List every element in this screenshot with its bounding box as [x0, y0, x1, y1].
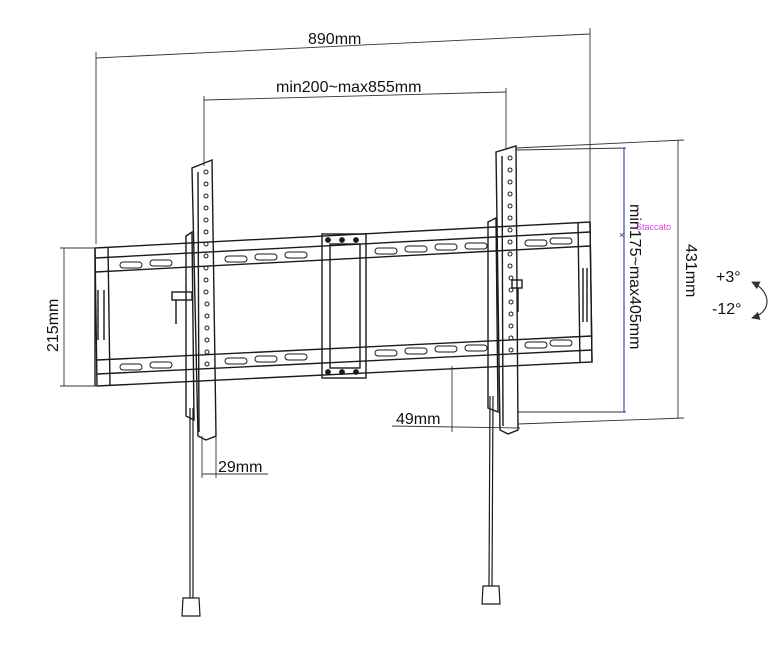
wall-plate: [94, 221, 593, 387]
vesa-width-label: min200~max855mm: [276, 79, 421, 96]
rail-slots: [119, 237, 573, 371]
wall-depth-label: 49mm: [396, 411, 440, 428]
dimension-lines: [60, 28, 685, 478]
tilt-down-label: -12°: [712, 301, 742, 318]
staccato-annotation: Staccato: [636, 222, 671, 232]
center-lock-plate: [321, 233, 367, 379]
right-vertical-arm: [487, 145, 523, 435]
right-arm-holes: [507, 155, 514, 353]
left-arm-holes: [203, 169, 210, 367]
left-vertical-arm: [171, 158, 217, 441]
arm-depth-label: 29mm: [218, 459, 262, 476]
overall-width-label: 890mm: [308, 31, 361, 48]
annotation-marker-icon: ×: [619, 230, 624, 240]
vesa-height-label: min175~max405mm: [626, 204, 643, 349]
overall-height-label: 431mm: [682, 244, 699, 297]
vesa-guide-top: [515, 147, 627, 151]
tilt-arrow-icon: [751, 281, 768, 320]
plate-height-label: 215mm: [45, 299, 62, 352]
tilt-up-label: +3°: [716, 269, 741, 286]
